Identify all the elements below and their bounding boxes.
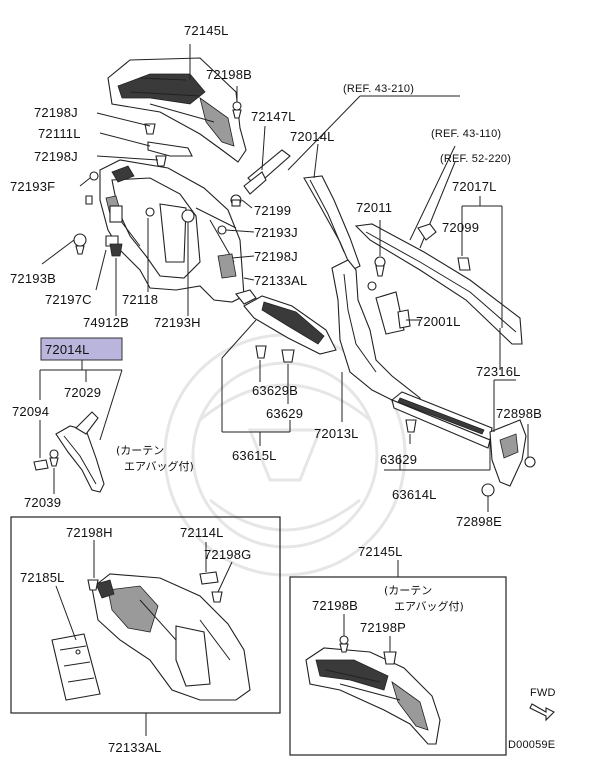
curtain-airbag-note-2a: (カーテン bbox=[384, 584, 432, 597]
clip-72118[interactable] bbox=[145, 207, 155, 217]
diagram-code: D00059E bbox=[508, 739, 555, 751]
clip-72898E[interactable] bbox=[481, 483, 495, 497]
inset-clip-72198H[interactable] bbox=[87, 579, 99, 591]
clip-63629-a[interactable] bbox=[281, 349, 295, 363]
inset-label-72198B: 72198B bbox=[312, 598, 358, 613]
label-72898E: 72898E bbox=[456, 514, 502, 529]
label-72197C: 72197C bbox=[45, 292, 92, 307]
inset-pad-72185L[interactable] bbox=[51, 633, 101, 701]
label-72198J-1: 72198J bbox=[34, 105, 78, 120]
label-72011: 72011 bbox=[356, 200, 392, 215]
inset-clip-72114L[interactable] bbox=[199, 571, 219, 585]
inset-label-72198P: 72198P bbox=[360, 620, 406, 635]
label-72111L: 72111L bbox=[38, 126, 81, 141]
clip-72199[interactable] bbox=[230, 194, 242, 207]
pillar-72014L-upper[interactable] bbox=[303, 175, 361, 271]
clip-72017L-small[interactable] bbox=[457, 257, 471, 271]
fwd-arrow-icon bbox=[529, 703, 555, 722]
label-72198J-3: 72198J bbox=[254, 249, 298, 264]
label-72017L: 72017L bbox=[452, 179, 497, 194]
clip-63629-b[interactable] bbox=[405, 419, 417, 433]
label-72193H: 72193H bbox=[154, 315, 201, 330]
inset-label-72198H: 72198H bbox=[66, 525, 113, 540]
rail-72017L[interactable] bbox=[354, 223, 523, 345]
label-63629B: 63629B bbox=[252, 383, 298, 398]
curtain-airbag-note-1a: (カーテン bbox=[116, 444, 164, 457]
clip-72193J[interactable] bbox=[217, 225, 227, 235]
label-72147L: 72147L bbox=[251, 109, 296, 124]
quarter-trim-72133AL[interactable] bbox=[99, 159, 245, 303]
clip-72193H[interactable] bbox=[181, 209, 195, 223]
label-72898B: 72898B bbox=[496, 406, 542, 421]
inset-clip-72198P[interactable] bbox=[383, 651, 397, 665]
clip-72898B[interactable] bbox=[524, 456, 536, 468]
clip-72198J-upper[interactable] bbox=[144, 123, 156, 135]
label-72029: 72029 bbox=[64, 385, 101, 400]
clip-72198B-top[interactable] bbox=[232, 101, 242, 119]
ref-43-210: (REF. 43-210) bbox=[343, 83, 414, 95]
inset-label-72114L: 72114L bbox=[180, 525, 224, 540]
label-72094: 72094 bbox=[12, 404, 49, 419]
label-72118: 72118 bbox=[122, 292, 158, 307]
inset-upper-trim-72145L[interactable] bbox=[305, 647, 441, 745]
fwd-label: FWD bbox=[530, 687, 556, 699]
pillar-72013L[interactable] bbox=[331, 259, 421, 411]
label-72039: 72039 bbox=[24, 495, 61, 510]
clip-72011[interactable] bbox=[374, 256, 386, 277]
label-74912B: 74912B bbox=[83, 315, 129, 330]
clip-72193B[interactable] bbox=[73, 233, 87, 255]
clip-72039[interactable] bbox=[49, 449, 59, 467]
pillar-trim-72014L-detail[interactable] bbox=[55, 411, 105, 493]
clip-72011-lower[interactable] bbox=[367, 281, 377, 291]
label-72014L-highlight[interactable]: 72014L bbox=[45, 342, 90, 357]
label-72316L: 72316L bbox=[476, 364, 521, 379]
label-72001L: 72001L bbox=[416, 314, 461, 329]
inset-clip-72198B[interactable] bbox=[339, 635, 349, 653]
label-63629-1: 63629 bbox=[266, 406, 303, 421]
label-72145L-top: 72145L bbox=[184, 23, 229, 38]
inset-clip-72198G[interactable] bbox=[211, 591, 223, 603]
bracket-72111L[interactable] bbox=[147, 141, 193, 157]
ref-52-220: (REF. 52-220) bbox=[440, 153, 511, 165]
label-72133AL: 72133AL bbox=[254, 273, 307, 288]
label-63629-2: 63629 bbox=[380, 452, 417, 467]
label-72198J-2: 72198J bbox=[34, 149, 78, 164]
clip-74912B[interactable] bbox=[109, 243, 123, 257]
inset-label-72185L: 72185L bbox=[20, 570, 65, 585]
ref-43-110: (REF. 43-110) bbox=[431, 128, 501, 140]
clip-72094[interactable] bbox=[33, 459, 49, 471]
label-63614L: 63614L bbox=[392, 487, 437, 502]
label-63615L: 63615L bbox=[232, 448, 277, 463]
inset-label-72133AL: 72133AL bbox=[108, 740, 161, 755]
scuff-plate-63615L[interactable] bbox=[235, 289, 337, 355]
label-72198B-top: 72198B bbox=[206, 67, 252, 82]
curtain-airbag-note-2b: エアバッグ付) bbox=[394, 599, 464, 613]
curtain-airbag-note-1b: エアバッグ付) bbox=[124, 459, 194, 473]
clip-72099[interactable] bbox=[417, 223, 437, 241]
clip-72193F[interactable] bbox=[89, 171, 99, 181]
inset-quarter-trim[interactable] bbox=[91, 573, 251, 701]
label-72193B: 72193B bbox=[10, 271, 56, 286]
label-72193F: 72193F bbox=[10, 179, 55, 194]
strip-72147L[interactable] bbox=[243, 149, 291, 195]
clip-72198J-mid[interactable] bbox=[155, 155, 167, 167]
inset-label-72145L: 72145L bbox=[358, 544, 403, 559]
label-72099: 72099 bbox=[442, 220, 479, 235]
sill-plate-63614L[interactable] bbox=[390, 391, 493, 449]
clip-63629B[interactable] bbox=[255, 345, 267, 359]
label-72193J: 72193J bbox=[254, 225, 298, 240]
label-72013L: 72013L bbox=[314, 426, 359, 441]
clip-72193F-lower[interactable] bbox=[85, 195, 93, 205]
part-72145L-upper-trim[interactable] bbox=[107, 57, 247, 163]
inset-label-72198G: 72198G bbox=[204, 547, 251, 562]
label-72014L-top: 72014L bbox=[290, 129, 335, 144]
label-72199: 72199 bbox=[254, 203, 291, 218]
bracket-72001L[interactable] bbox=[375, 291, 411, 335]
trim-72316L[interactable] bbox=[489, 419, 527, 487]
